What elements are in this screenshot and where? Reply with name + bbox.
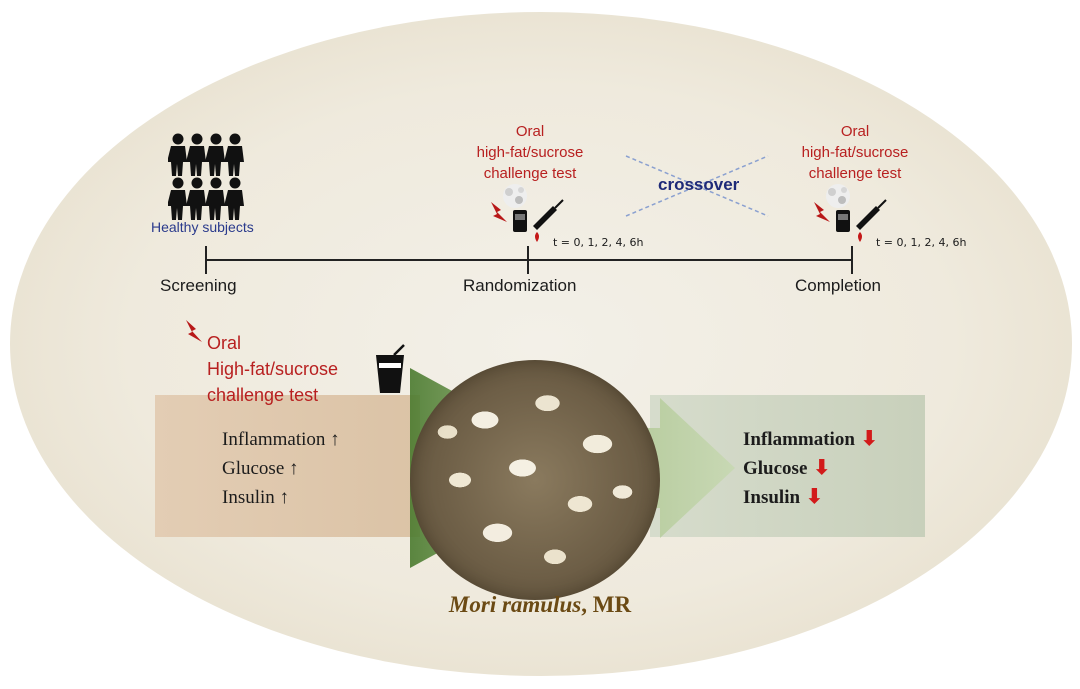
time-points-1: t = 0, 1, 2, 4, 6h bbox=[553, 236, 644, 249]
stage-completion: Completion bbox=[795, 276, 881, 295]
effect-inflammation-up: Inflammation ↑ bbox=[222, 429, 340, 450]
crossover-cross bbox=[625, 155, 769, 217]
effect-insulin-up: Insulin ↑ bbox=[222, 487, 290, 508]
effect-inflammation-down: Inflammation⬇ bbox=[743, 428, 878, 450]
challenge-test-label-2: Oral high-fat/sucrose challenge test bbox=[801, 123, 909, 182]
down-arrow-icon: ⬇ bbox=[806, 486, 823, 508]
time-points-2: t = 0, 1, 2, 4, 6h bbox=[876, 236, 967, 249]
challenge-icons-1 bbox=[491, 184, 564, 242]
stage-screening: Screening bbox=[160, 276, 237, 295]
effect-glucose-up: Glucose ↑ bbox=[222, 458, 299, 479]
crossover-label: crossover bbox=[658, 175, 740, 194]
baseline-effects-panel bbox=[155, 395, 420, 537]
left-challenge-label: Oral High-fat/sucrose challenge test bbox=[207, 333, 339, 405]
down-arrow-icon: ⬇ bbox=[860, 428, 878, 450]
down-arrow-icon: ⬇ bbox=[813, 457, 831, 479]
challenge-test-label-1: Oral high-fat/sucrose challenge test bbox=[476, 123, 584, 182]
drink-cup-icon bbox=[376, 344, 405, 393]
stage-randomization: Randomization bbox=[463, 276, 577, 295]
effect-glucose-down: Glucose⬇ bbox=[743, 457, 831, 479]
subjects-label: Healthy subjects bbox=[151, 219, 254, 235]
people-group-icon bbox=[168, 133, 244, 220]
timeline-axis bbox=[205, 246, 853, 274]
mori-ramulus-photo bbox=[410, 360, 660, 600]
effect-insulin-down: Insulin⬇ bbox=[743, 486, 823, 508]
mr-effects-list: Inflammation⬇ Glucose⬇ Insulin⬇ bbox=[743, 425, 878, 512]
mori-ramulus-label: Mori ramulus, MR bbox=[448, 592, 632, 617]
challenge-icons-2 bbox=[814, 184, 887, 242]
lightning-icon bbox=[186, 320, 202, 342]
baseline-effects-list: Inflammation ↑ Glucose ↑ Insulin ↑ bbox=[222, 425, 340, 512]
